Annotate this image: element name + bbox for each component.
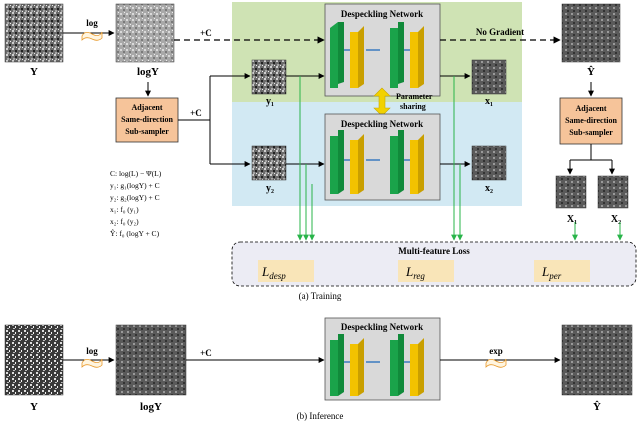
inference-log-image	[115, 324, 187, 396]
y2-image	[251, 145, 287, 181]
x2-label: x₂	[485, 183, 493, 194]
sampler-left-line-1: Adjacent	[131, 103, 162, 112]
sampler-right-line-2: Same-direction	[565, 116, 617, 125]
inference-plus-c: +C	[200, 348, 212, 358]
inference-log-operator: log	[86, 346, 98, 356]
x1-label: x₁	[485, 96, 493, 107]
plus-c-top: +C	[200, 28, 212, 38]
equations: C: log(L) − Ψ(L) y₁: g₁(logY) + C y₂: g₂…	[110, 169, 162, 238]
parameter-sharing-line-1: Parameter	[396, 92, 433, 101]
input-speckled-image	[4, 3, 64, 63]
inference-input-label: Y	[30, 401, 38, 413]
X1-image	[555, 175, 587, 209]
inference-caption: (b) Inference	[297, 411, 344, 421]
equation-4: x₁: f₀ (y₁)	[110, 205, 139, 214]
sampler-right-line-1: Adjacent	[575, 104, 606, 113]
inference-input-image	[4, 324, 64, 396]
loss-title: Multi-feature Loss	[398, 246, 470, 256]
exp-operator-icon	[485, 358, 507, 368]
inference-log-image-label: logY	[140, 401, 162, 413]
X1-label: X₁	[567, 214, 577, 225]
loss-term-desp: Ldesp	[261, 264, 286, 281]
inference-output-image	[561, 324, 633, 396]
network-bottom-layers	[330, 130, 424, 194]
sampler-right	[559, 97, 623, 145]
y1-image	[251, 59, 287, 95]
equation-5: x₂: f₀ (y₂)	[110, 217, 139, 226]
sampler-left-line-3: Sub-sampler	[125, 127, 169, 136]
training-caption: (a) Training	[299, 291, 342, 301]
training-output-label: Ŷ	[587, 66, 595, 78]
loss-arrows	[297, 76, 623, 241]
log-operator-icon	[81, 31, 103, 41]
loss-term-reg: Lreg	[405, 264, 425, 281]
equation-1: C: log(L) − Ψ(L)	[110, 169, 162, 178]
X2-label: X₂	[611, 214, 621, 225]
log-image	[115, 3, 175, 63]
inference-output-label: Ŷ	[593, 401, 601, 413]
inference-network-layers	[330, 334, 424, 396]
inference-log-operator-icon	[81, 358, 103, 368]
X2-image	[597, 175, 629, 209]
no-gradient-label: No Gradient	[476, 27, 524, 37]
sampler-left	[115, 97, 179, 143]
equation-6: Ŷ: f₀ (logY + C)	[110, 228, 160, 238]
y2-label: y₂	[266, 183, 274, 194]
network-top-layers	[330, 22, 424, 88]
equation-2: y₁: g₁(logY) + C	[110, 181, 160, 190]
x2-image	[471, 145, 507, 181]
sampler-right-line-3: Sub-sampler	[569, 128, 613, 137]
equation-3: y₂: g₂(logY) + C	[110, 193, 160, 202]
plus-c-mid: +C	[190, 108, 202, 118]
y1-label: y₁	[266, 96, 274, 107]
log-operator: log	[86, 18, 98, 28]
despeckling-network-top-title: Despeckling Network	[341, 9, 423, 19]
training-output-image	[561, 3, 621, 63]
input-label: Y	[30, 66, 38, 78]
log-image-label: logY	[137, 66, 159, 78]
x1-image	[471, 59, 507, 95]
loss-term-per: Lper	[541, 264, 562, 281]
inference-network-title: Despeckling Network	[341, 322, 423, 332]
despeckling-network-bottom-title: Despeckling Network	[341, 119, 423, 129]
exp-operator: exp	[489, 346, 503, 356]
parameter-sharing-line-2: sharing	[400, 102, 426, 111]
sampler-left-line-2: Same-direction	[121, 115, 173, 124]
